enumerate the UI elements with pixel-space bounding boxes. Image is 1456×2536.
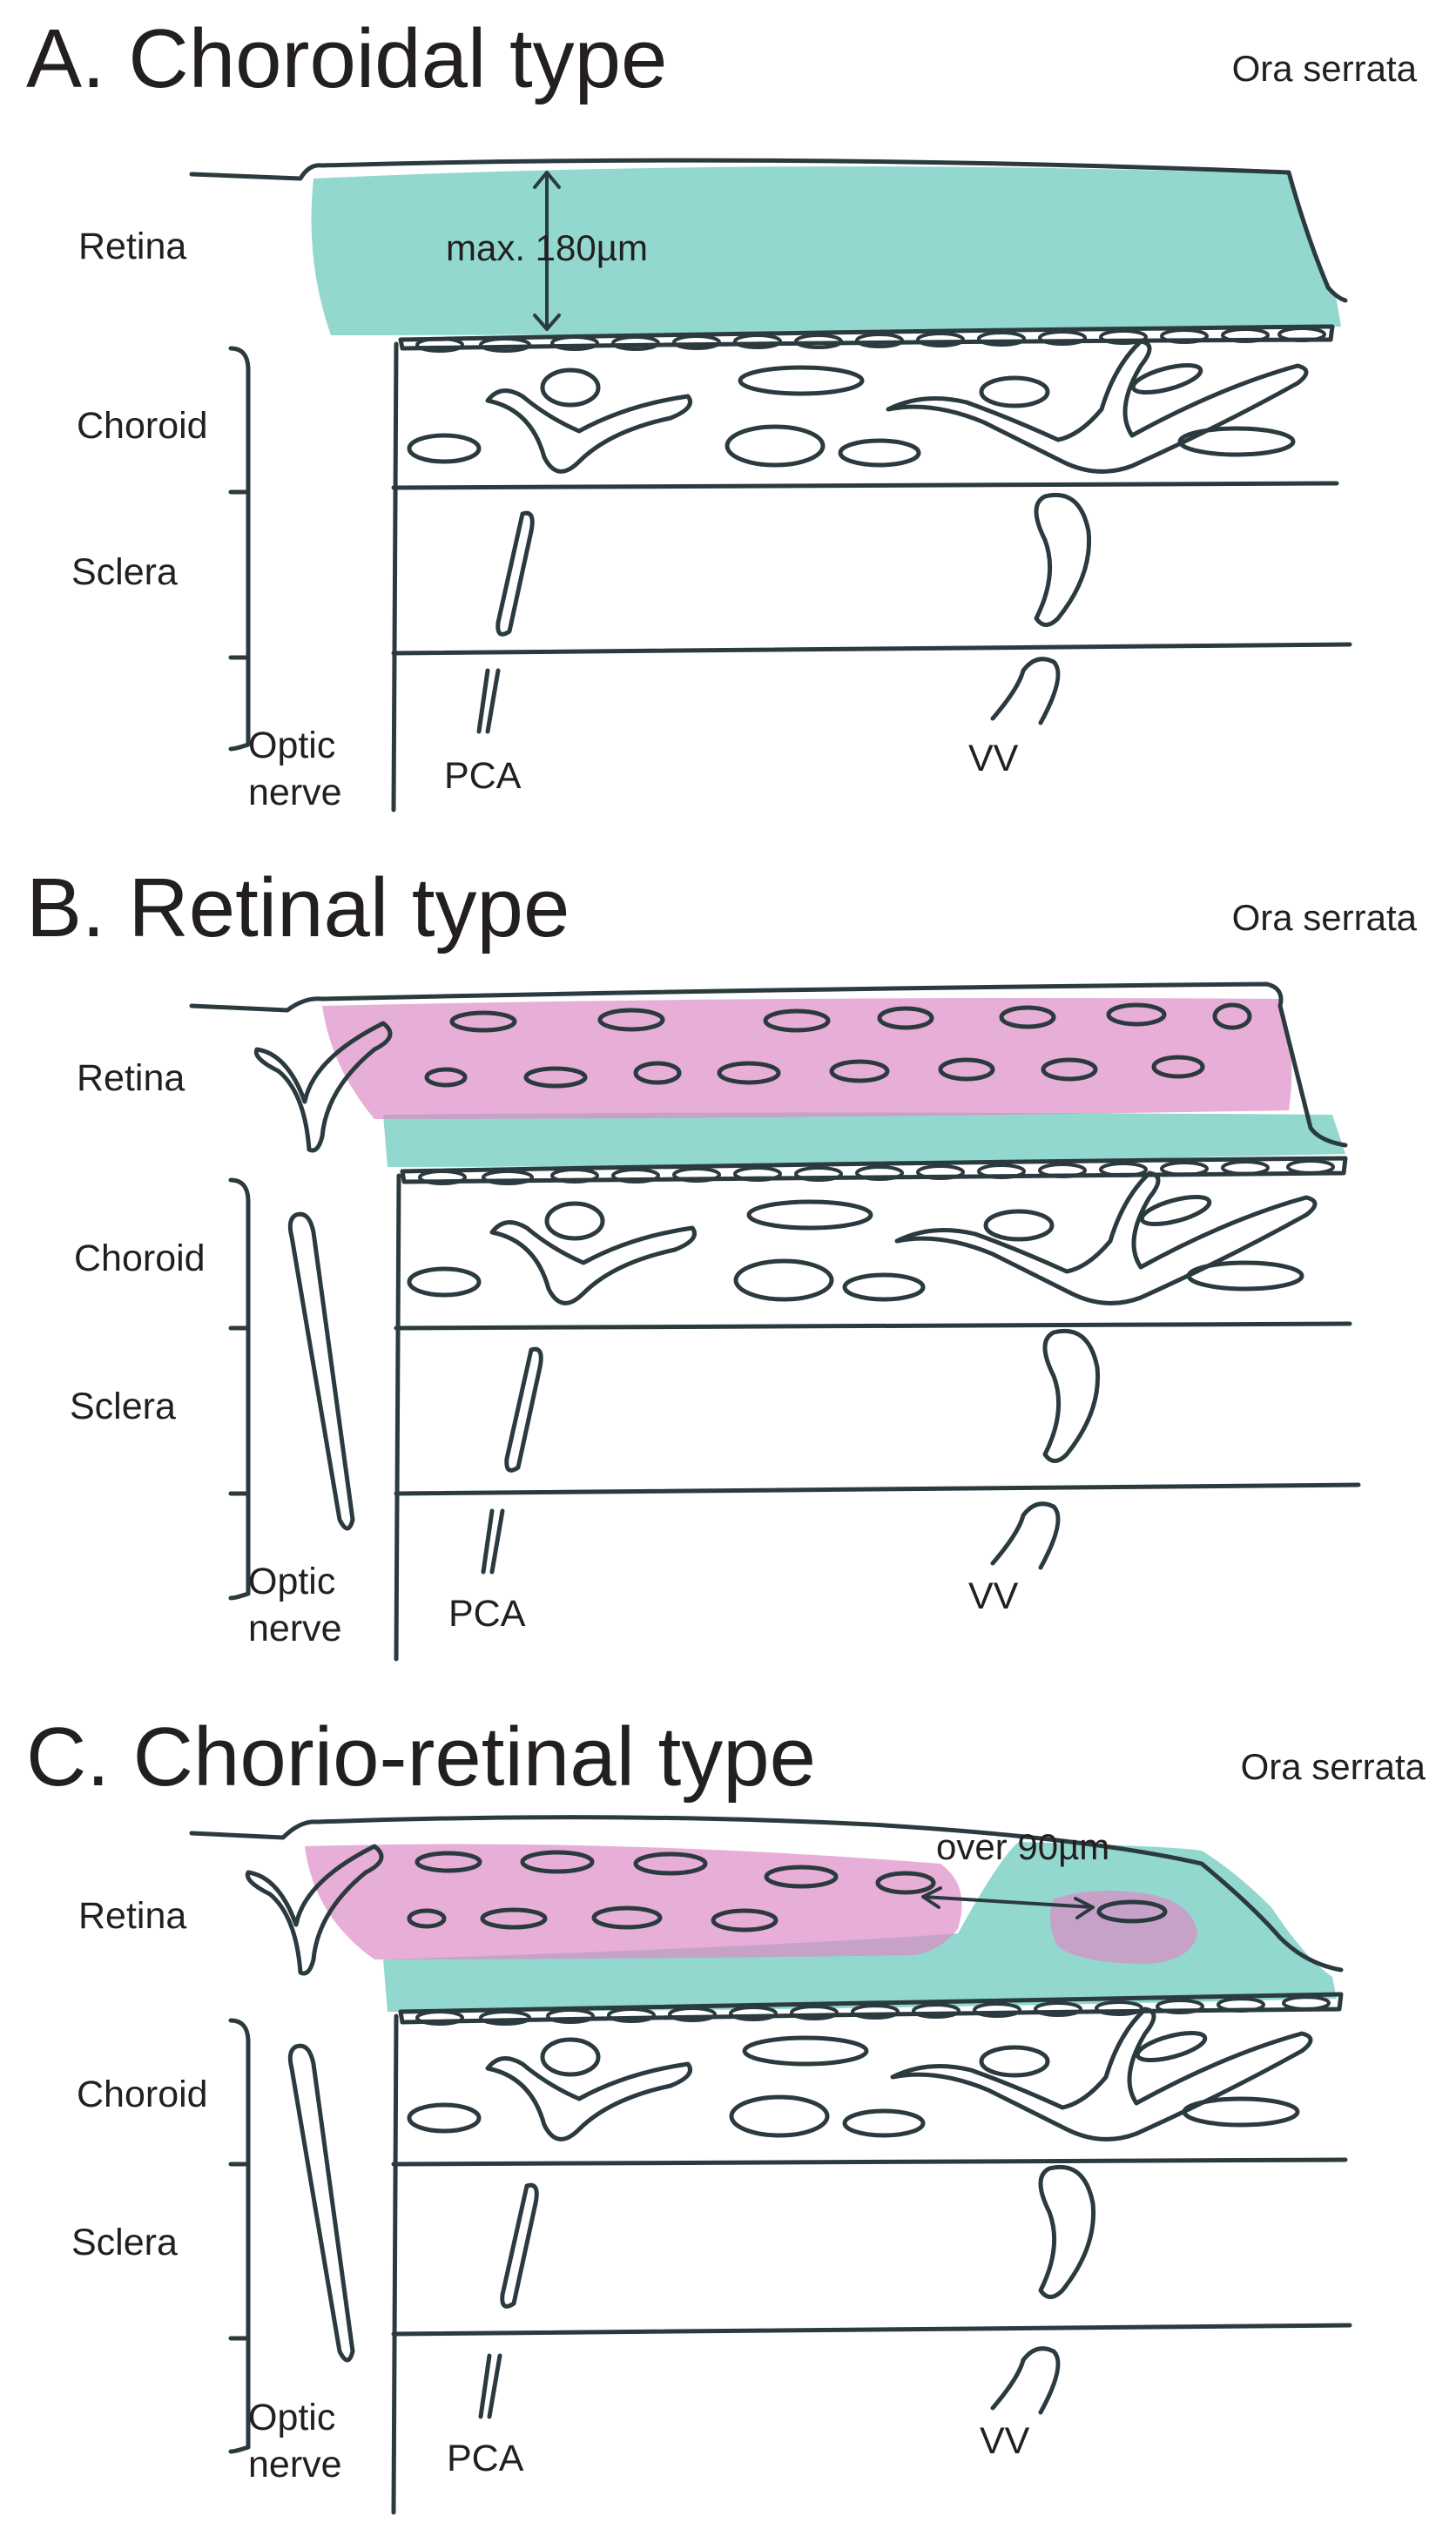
retina-label: Retina: [77, 1057, 185, 1099]
optic-nerve-label: Optic nerve: [248, 1561, 342, 1649]
pca-channel: [504, 1346, 543, 1473]
choriocapillaris-band: [398, 324, 1335, 351]
sclera-label: Sclera: [71, 2222, 178, 2263]
choroidal-vessels: [407, 1170, 1318, 1305]
retina-green-layer: [383, 1112, 1345, 1167]
panel-chorio-retinal-type: C. Chorio-retinal type Ora serrata Retin…: [0, 1698, 1456, 2534]
diagram-retinal-type: [189, 981, 1361, 1662]
retinal-vessels: [407, 1850, 1168, 1932]
distance-measurement: over 90µm: [936, 1826, 1110, 1867]
layer-bracket: [228, 2018, 251, 2454]
retinal-vessels: [424, 1002, 1252, 1089]
thickness-measurement: max. 180µm: [446, 227, 648, 268]
retina-outline: [189, 158, 1348, 303]
vv-vessel: [990, 657, 1061, 725]
vv-vessel: [990, 1501, 1061, 1570]
optic-nerve-border: [391, 2013, 399, 2515]
optic-nerve-border: [391, 341, 399, 813]
retina-pink-layer: [322, 998, 1292, 1119]
thickness-arrow: [533, 171, 561, 331]
layer-bracket: [228, 346, 251, 752]
panel-title: C. Chorio-retinal type: [26, 1710, 817, 1804]
vv-vessel: [990, 2346, 1061, 2415]
vv-label: VV: [968, 1575, 1019, 1617]
retina-green-layer: [383, 1842, 1337, 2012]
retina-label: Retina: [78, 1895, 187, 1937]
pca-vessel: [478, 2353, 502, 2419]
panel-title: A. Choroidal type: [26, 12, 668, 105]
pca-label: PCA: [447, 2438, 524, 2479]
vv-channel: [1042, 1328, 1101, 1463]
vv-label: VV: [980, 2420, 1030, 2462]
choroid-sclera-border: [394, 1321, 1352, 1331]
choroidal-vessels: [407, 2007, 1313, 2141]
pca-channel: [500, 2182, 539, 2309]
choroid-label: Choroid: [74, 1238, 206, 1279]
pca-vessel: [476, 668, 501, 734]
ora-serrata-label: Ora serrata: [1231, 897, 1417, 938]
panel-retinal-type: B. Retinal type Ora serrata Retina Choro…: [0, 849, 1456, 1685]
central-retinal-vessel: [253, 1021, 393, 1153]
pca-vessel: [481, 1508, 505, 1575]
vv-label: VV: [968, 738, 1019, 779]
optic-nerve-vessel: [287, 2043, 355, 2363]
sclera-label: Sclera: [70, 1386, 176, 1427]
layer-bracket: [228, 1177, 251, 1601]
vv-channel: [1034, 492, 1092, 627]
diagram-choroidal-type: [189, 158, 1352, 813]
sclera-label: Sclera: [71, 551, 178, 593]
diagram-chorio-retinal-type: [189, 1815, 1352, 2515]
sclera-outer-border: [391, 2323, 1352, 2337]
panel-choroidal-type: A. Choroidal type Ora serrata Retina Cho…: [0, 0, 1456, 836]
retina-pink-layer: [305, 1844, 962, 1959]
ora-serrata-label: Ora serrata: [1240, 1746, 1426, 1787]
pca-channel: [495, 510, 535, 637]
vv-channel: [1038, 2164, 1096, 2299]
retina-green-layer: [311, 166, 1341, 335]
choroidal-vessels: [407, 339, 1309, 474]
choroid-label: Choroid: [77, 2074, 208, 2115]
choroid-sclera-border: [391, 2157, 1348, 2167]
optic-nerve-label: Optic nerve: [248, 2397, 342, 2485]
optic-nerve-border: [394, 1173, 401, 1662]
panel-title: B. Retinal type: [26, 861, 570, 954]
central-retinal-vessel: [245, 1844, 384, 1976]
sclera-outer-border: [394, 1482, 1361, 1496]
choroid-label: Choroid: [77, 405, 208, 447]
pca-label: PCA: [448, 1593, 526, 1635]
sclera-outer-border: [391, 642, 1352, 656]
distance-arrow: [921, 1886, 1095, 1919]
retina-outline: [189, 981, 1348, 1148]
choroid-sclera-border: [391, 481, 1339, 490]
optic-nerve-label: Optic nerve: [248, 725, 342, 813]
choriocapillaris-band: [400, 1156, 1348, 1184]
pca-label: PCA: [444, 755, 522, 797]
ora-serrata-label: Ora serrata: [1231, 48, 1417, 89]
optic-nerve-vessel: [287, 1211, 355, 1531]
retina-outline: [189, 1815, 1344, 1973]
retina-label: Retina: [78, 226, 187, 267]
choriocapillaris-band: [398, 1992, 1344, 2025]
